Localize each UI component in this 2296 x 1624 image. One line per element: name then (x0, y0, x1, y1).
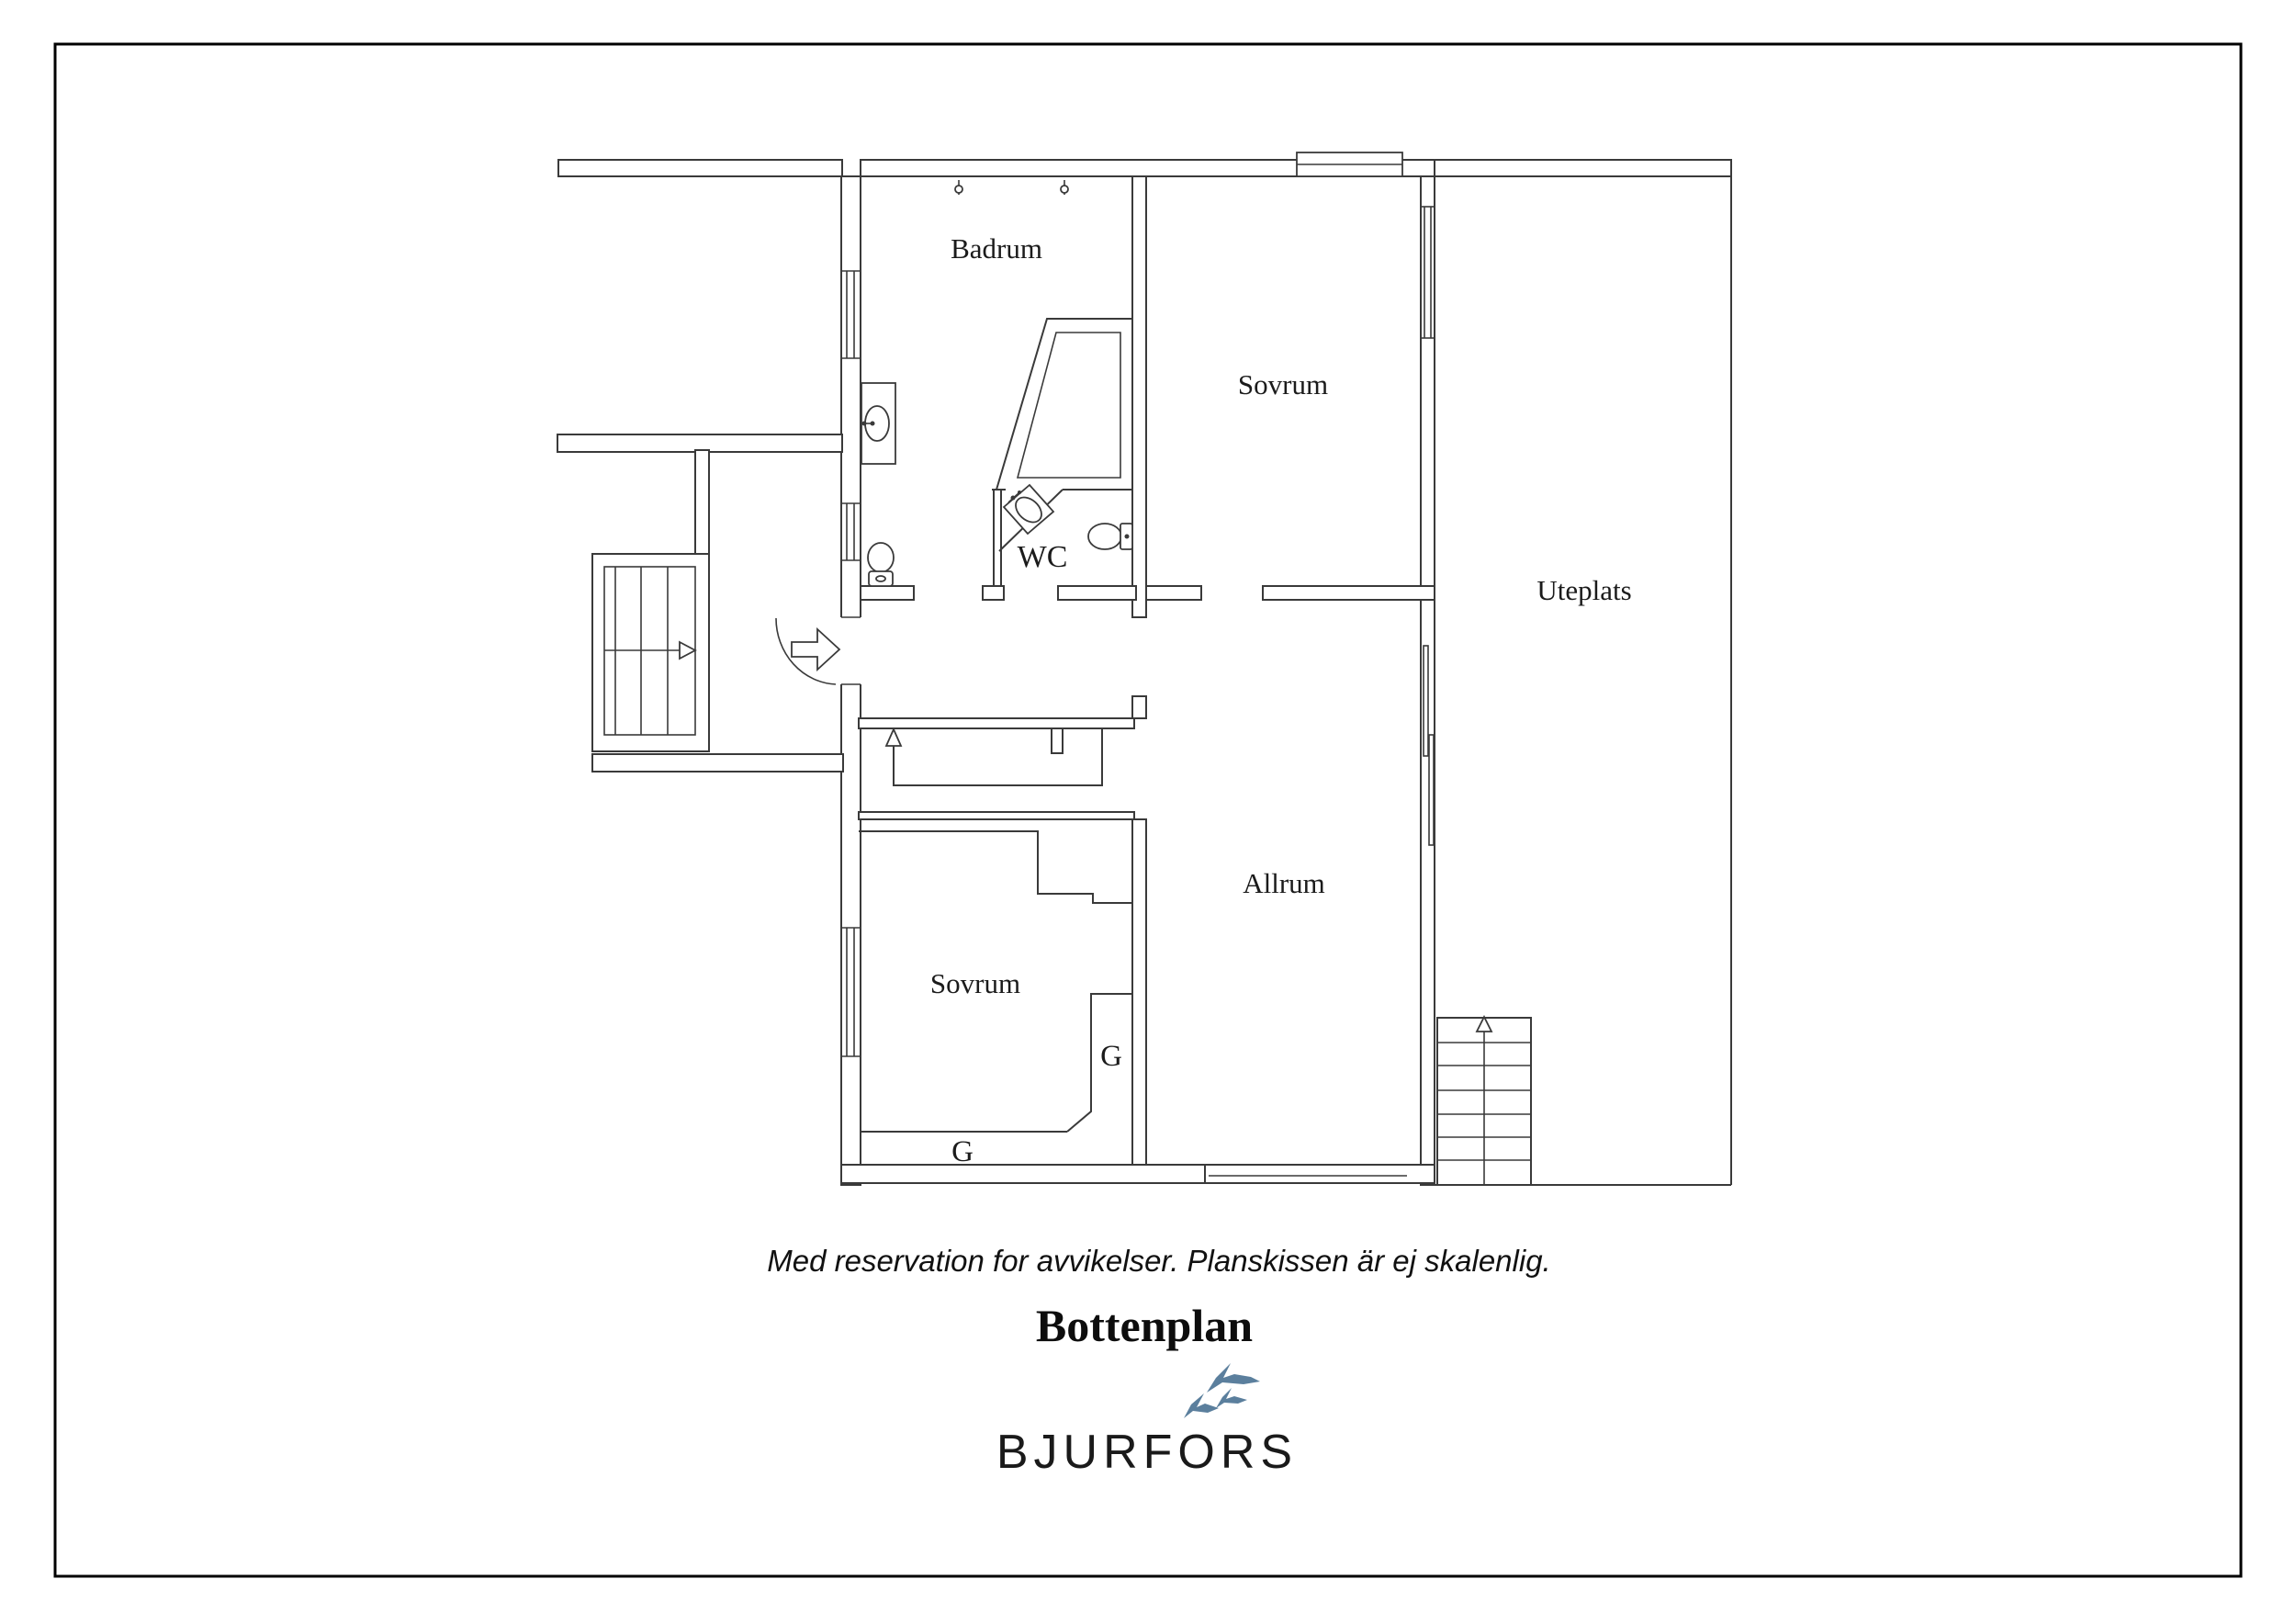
room-label-badrum: Badrum (951, 232, 1042, 265)
entry-door (775, 616, 862, 685)
window-icon (1296, 152, 1403, 177)
window-icon (842, 270, 860, 359)
plan-title: Bottenplan (1036, 1300, 1253, 1351)
stairs-left (591, 553, 710, 752)
room-label-uteplats: Uteplats (1536, 574, 1631, 606)
sliding-door-icon (1422, 645, 1435, 846)
stair-direction-arrow (884, 727, 903, 747)
room-label-sovrum-bottom: Sovrum (930, 967, 1020, 999)
entry-arrow-icon (791, 626, 841, 672)
closet-label-right: G (1100, 1040, 1122, 1073)
stairs-outdoor (1436, 1014, 1532, 1186)
window-icon (1422, 206, 1434, 339)
closet-label-bottom: G (951, 1135, 974, 1168)
window-icon (842, 927, 860, 1057)
brand-logo-text: BJURFORS (996, 1426, 1298, 1479)
door-swing-arc (775, 617, 837, 685)
page-border (53, 42, 2243, 1578)
wc-toilet-icon (1087, 523, 1133, 550)
windows (842, 152, 1435, 1057)
hall-toilet-icon (867, 542, 895, 587)
stairs-middle (884, 727, 1103, 786)
ceiling-hook-icons (954, 180, 1069, 195)
footer: Med reservation for avvikelser. Planskis… (767, 1244, 1550, 1479)
hall-sink-icon (861, 382, 896, 465)
window-icon (842, 502, 860, 561)
bjurfors-birds-icon (1184, 1363, 1260, 1418)
room-label-allrum: Allrum (1243, 867, 1325, 899)
corner-sink-icon (1002, 483, 1055, 536)
stair-direction-arrow (1475, 1014, 1493, 1032)
room-label-sovrum-top: Sovrum (1238, 368, 1328, 400)
disclaimer-text: Med reservation for avvikelser. Planskis… (767, 1244, 1550, 1278)
stair-direction-arrow (679, 640, 697, 660)
room-label-wc: WC (1018, 540, 1068, 574)
room-labels: Badrum Sovrum WC Uteplats Allrum Sovrum … (930, 232, 1632, 1168)
